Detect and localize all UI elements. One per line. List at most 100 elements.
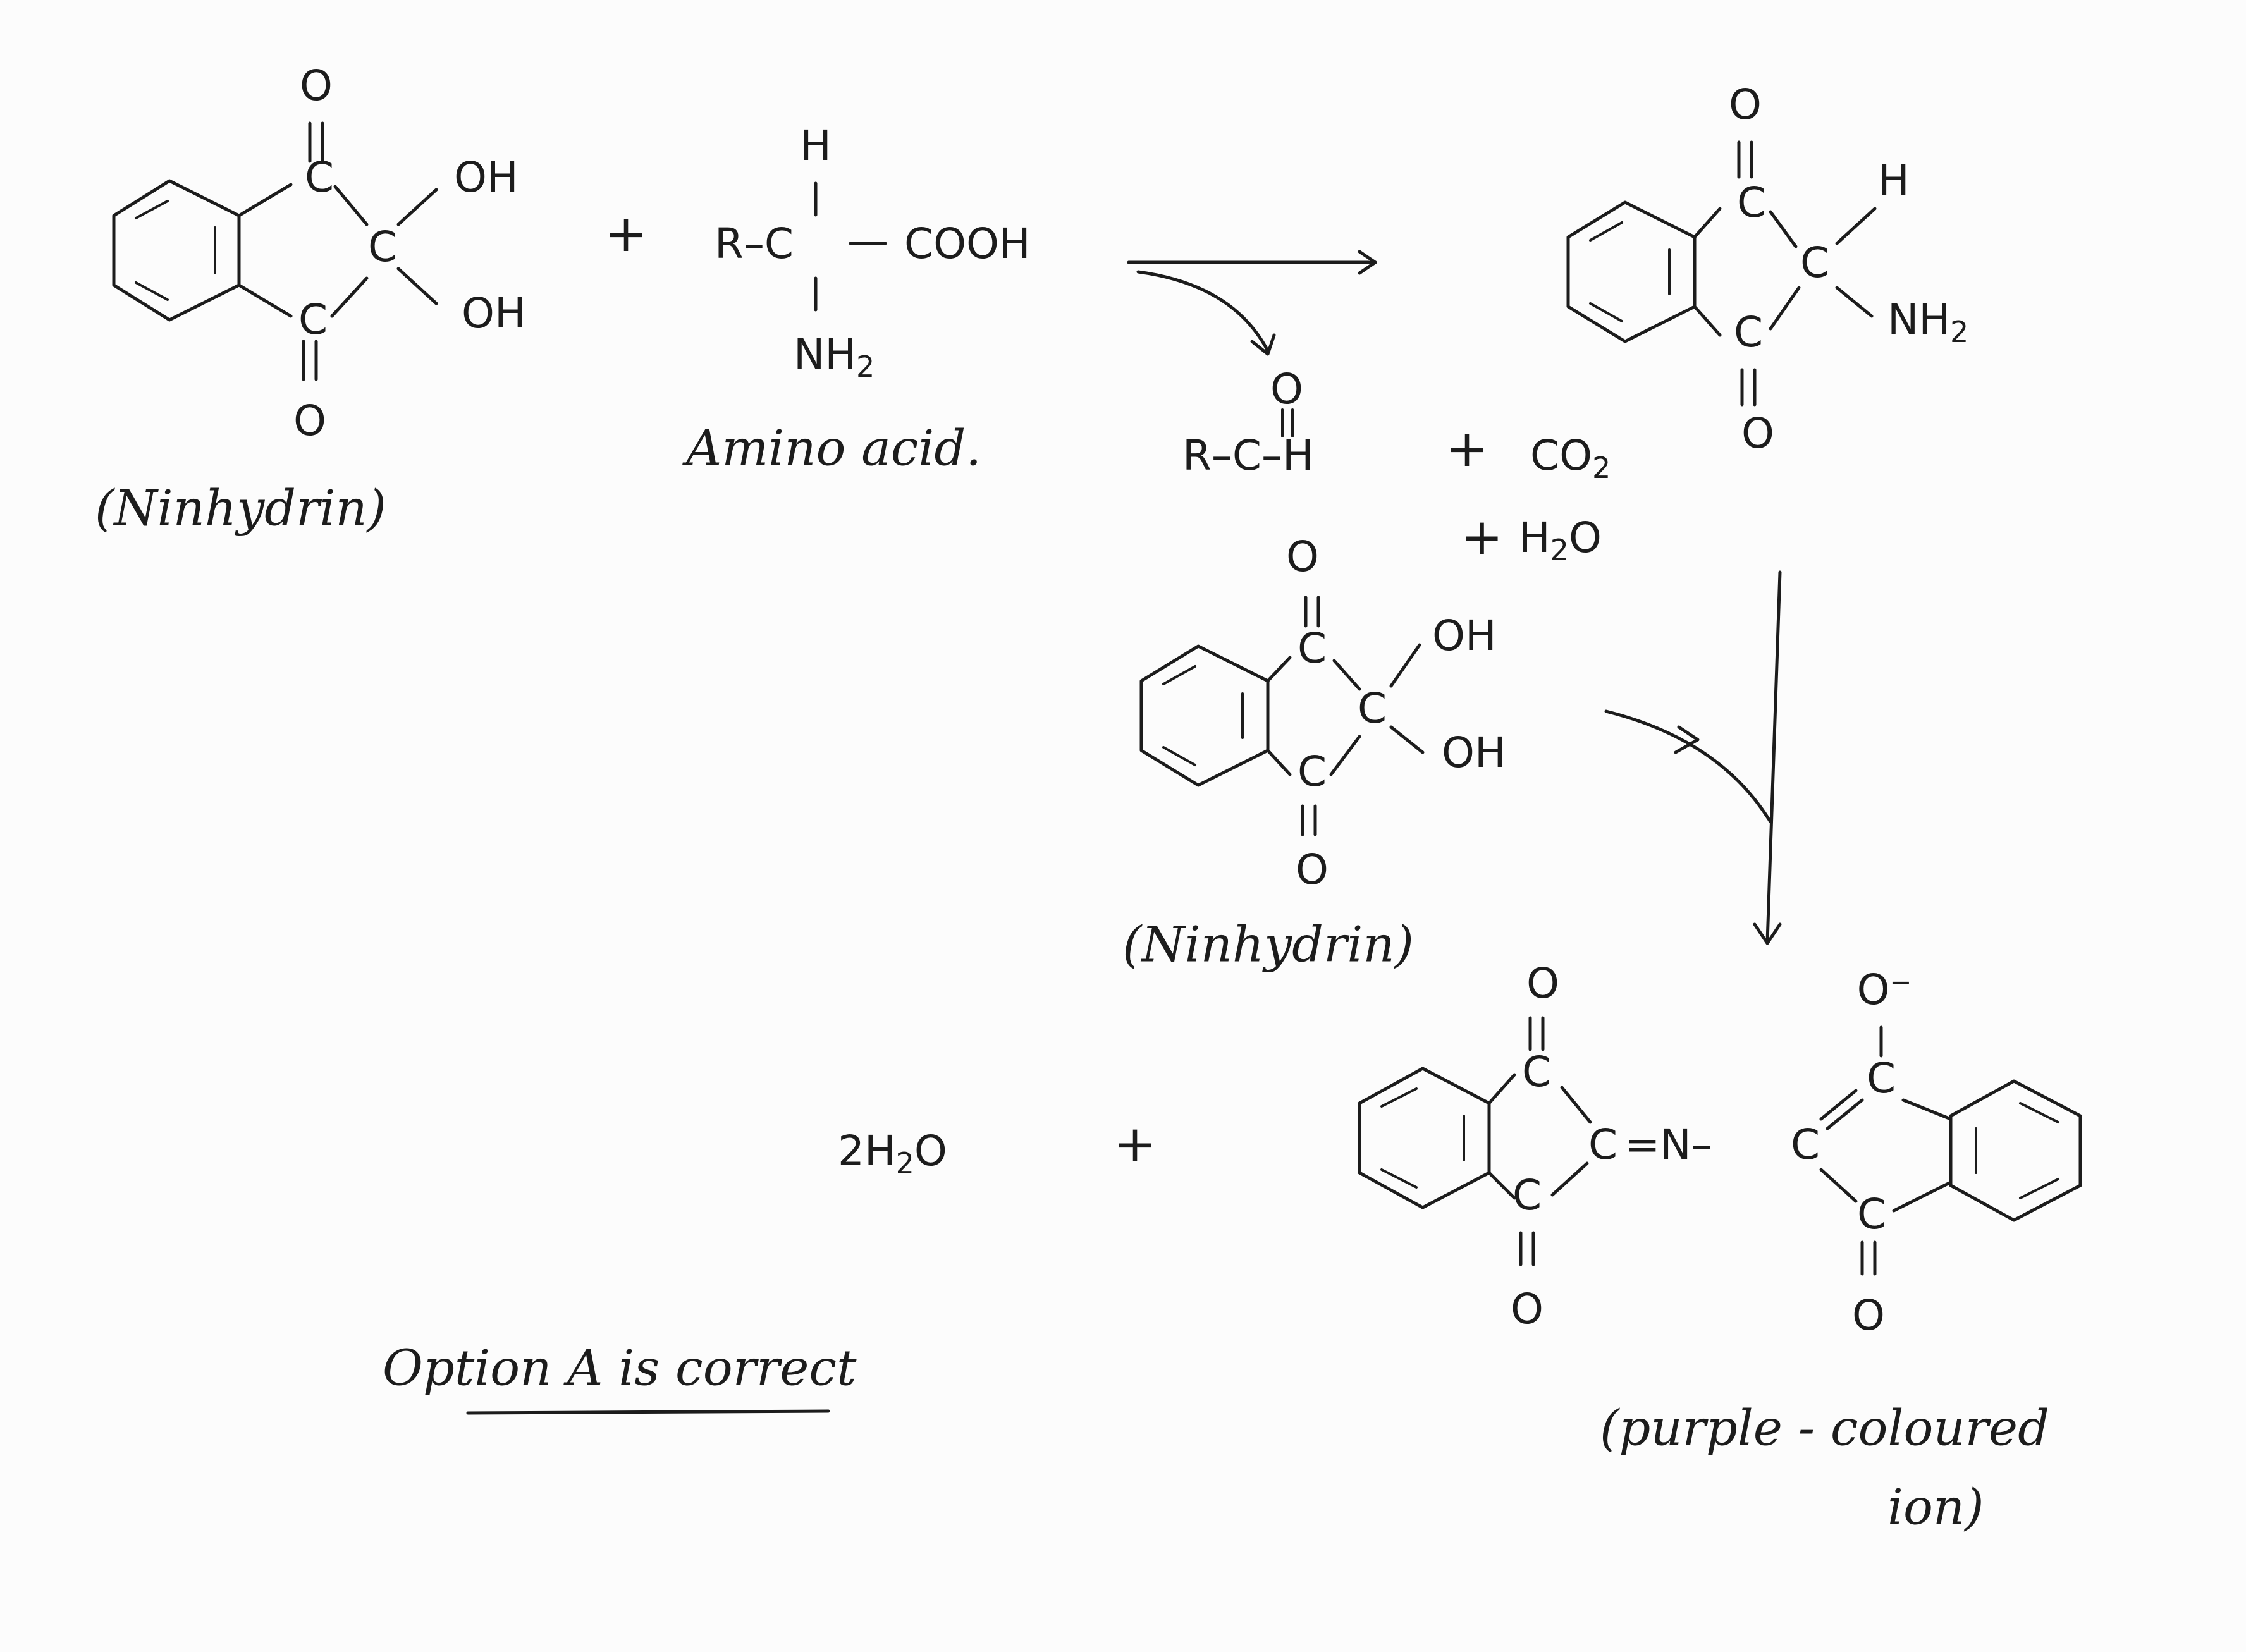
carbon-dioxide: CO2 — [1530, 431, 1611, 484]
atom-o: O — [1286, 532, 1319, 581]
amino-group: NH2 — [1887, 295, 1968, 348]
atom-c: C — [1791, 1120, 1820, 1169]
benzene-ring — [1949, 1079, 2082, 1222]
amino-acid-label: Amino acid. — [682, 420, 981, 477]
ring-double-bond — [1589, 302, 1623, 322]
ring-double-bond — [1380, 1168, 1418, 1189]
bond — [1835, 286, 1874, 318]
atom-c: C — [298, 295, 328, 344]
benzene-ring — [1139, 644, 1270, 787]
atom-c: C — [368, 223, 397, 271]
double-bond — [1826, 1098, 1864, 1130]
ruhemann-purple-complex: O C C C O =N– C C O⁻ C O — [1358, 959, 2082, 1340]
ninhydrin-label: (Ninhydrin) — [1122, 917, 1414, 974]
benzene-ring — [1358, 1067, 1491, 1209]
atom-c: C — [1588, 1120, 1617, 1169]
atom-o: O — [1511, 1285, 1543, 1333]
bond — [333, 185, 369, 226]
bond — [1769, 286, 1801, 331]
amino-intermediate: O C C C O H NH2 — [1566, 80, 1968, 458]
atom-c: C — [1857, 1190, 1886, 1239]
atom-c: C — [1867, 1054, 1896, 1103]
ring-double-bond — [1589, 221, 1623, 242]
atom-o: O — [1270, 365, 1303, 413]
r-carbon: R–C — [715, 219, 794, 268]
atom-c: C — [1298, 747, 1327, 796]
bond — [1901, 1098, 1953, 1121]
atom-c: C — [1358, 684, 1387, 733]
bond — [1693, 207, 1722, 239]
bond — [237, 283, 293, 318]
bond — [396, 188, 438, 226]
water-product: 2H2O — [838, 1127, 947, 1180]
imine-nitrogen: =N– — [1625, 1120, 1712, 1169]
ring-double-bond — [2019, 1102, 2059, 1123]
bond — [330, 276, 369, 318]
bond — [396, 267, 438, 305]
atom-o: O — [293, 396, 326, 445]
bond — [1487, 1073, 1516, 1105]
amino-group: NH2 — [794, 330, 874, 383]
bond — [1389, 643, 1421, 688]
bond — [1550, 1161, 1589, 1197]
complex-label: ion) — [1887, 1479, 1984, 1536]
aldehyde: R–C–H — [1182, 431, 1314, 480]
bond — [1769, 210, 1798, 248]
atom-o-anion: O⁻ — [1857, 965, 1912, 1014]
water: +H2O — [1461, 508, 1602, 567]
vertical-arrow — [1604, 570, 1782, 945]
atom-o: O — [1729, 80, 1762, 129]
bond — [1329, 735, 1361, 776]
bond — [1266, 656, 1292, 683]
atom-c: C — [1737, 178, 1766, 227]
ring-double-bond — [1380, 1087, 1418, 1108]
bond — [1560, 1086, 1592, 1124]
ring-double-bond — [135, 281, 169, 301]
atom-o: O — [300, 61, 333, 110]
atom-o: O — [1526, 959, 1559, 1008]
double-bond — [1819, 1089, 1858, 1121]
benzene-ring — [1566, 200, 1697, 343]
plus-sign: + — [604, 204, 647, 263]
atom-c: C — [1513, 1171, 1542, 1220]
answer-text: Option A is correct — [383, 1340, 857, 1397]
amino-acid: H R–C COOH NH2 Amino acid. — [682, 121, 1031, 477]
hydroxyl-group: OH — [462, 289, 526, 338]
atom-o: O — [1296, 845, 1329, 894]
atom-o: O — [1741, 409, 1774, 458]
reaction-arrow — [1127, 250, 1377, 356]
plus-sign: + — [1445, 419, 1488, 478]
atom-o: O — [1852, 1291, 1885, 1340]
ring-double-bond — [135, 200, 169, 219]
hydroxyl-group: OH — [1442, 728, 1506, 777]
bond — [1266, 749, 1292, 776]
atom-c: C — [1734, 308, 1763, 357]
answer-underline — [466, 1409, 830, 1415]
bond — [1389, 725, 1425, 754]
ninhydrin-reactant: O C C C O OH OH (Ninhydrin) — [95, 61, 526, 537]
atom-c: C — [1298, 624, 1327, 673]
atom-c: C — [305, 153, 334, 202]
atom-h: H — [1878, 156, 1910, 205]
bond — [1332, 659, 1361, 691]
ninhydrin-label: (Ninhydrin) — [95, 480, 386, 537]
bond — [1693, 305, 1722, 337]
carboxyl-group: COOH — [904, 219, 1031, 268]
atom-h: H — [800, 121, 832, 170]
hydroxyl-group: OH — [1432, 611, 1497, 660]
plus-sign: + — [1114, 1115, 1156, 1173]
bond — [1819, 1168, 1858, 1203]
ninhydrin-second: O C C C O OH OH (Ninhydrin) — [1122, 532, 1506, 973]
ring-double-bond — [1162, 746, 1196, 766]
ring-double-bond — [1162, 665, 1196, 685]
atom-c: C — [1800, 238, 1829, 287]
atom-c: C — [1522, 1048, 1551, 1096]
bond — [1487, 1171, 1516, 1200]
complex-label: (purple - coloured — [1600, 1400, 2049, 1457]
byproducts: O R–C–H + CO2 +H2O — [1182, 365, 1611, 566]
bond — [237, 183, 293, 217]
hydroxyl-group: OH — [454, 153, 519, 202]
ring-double-bond — [2019, 1178, 2059, 1199]
